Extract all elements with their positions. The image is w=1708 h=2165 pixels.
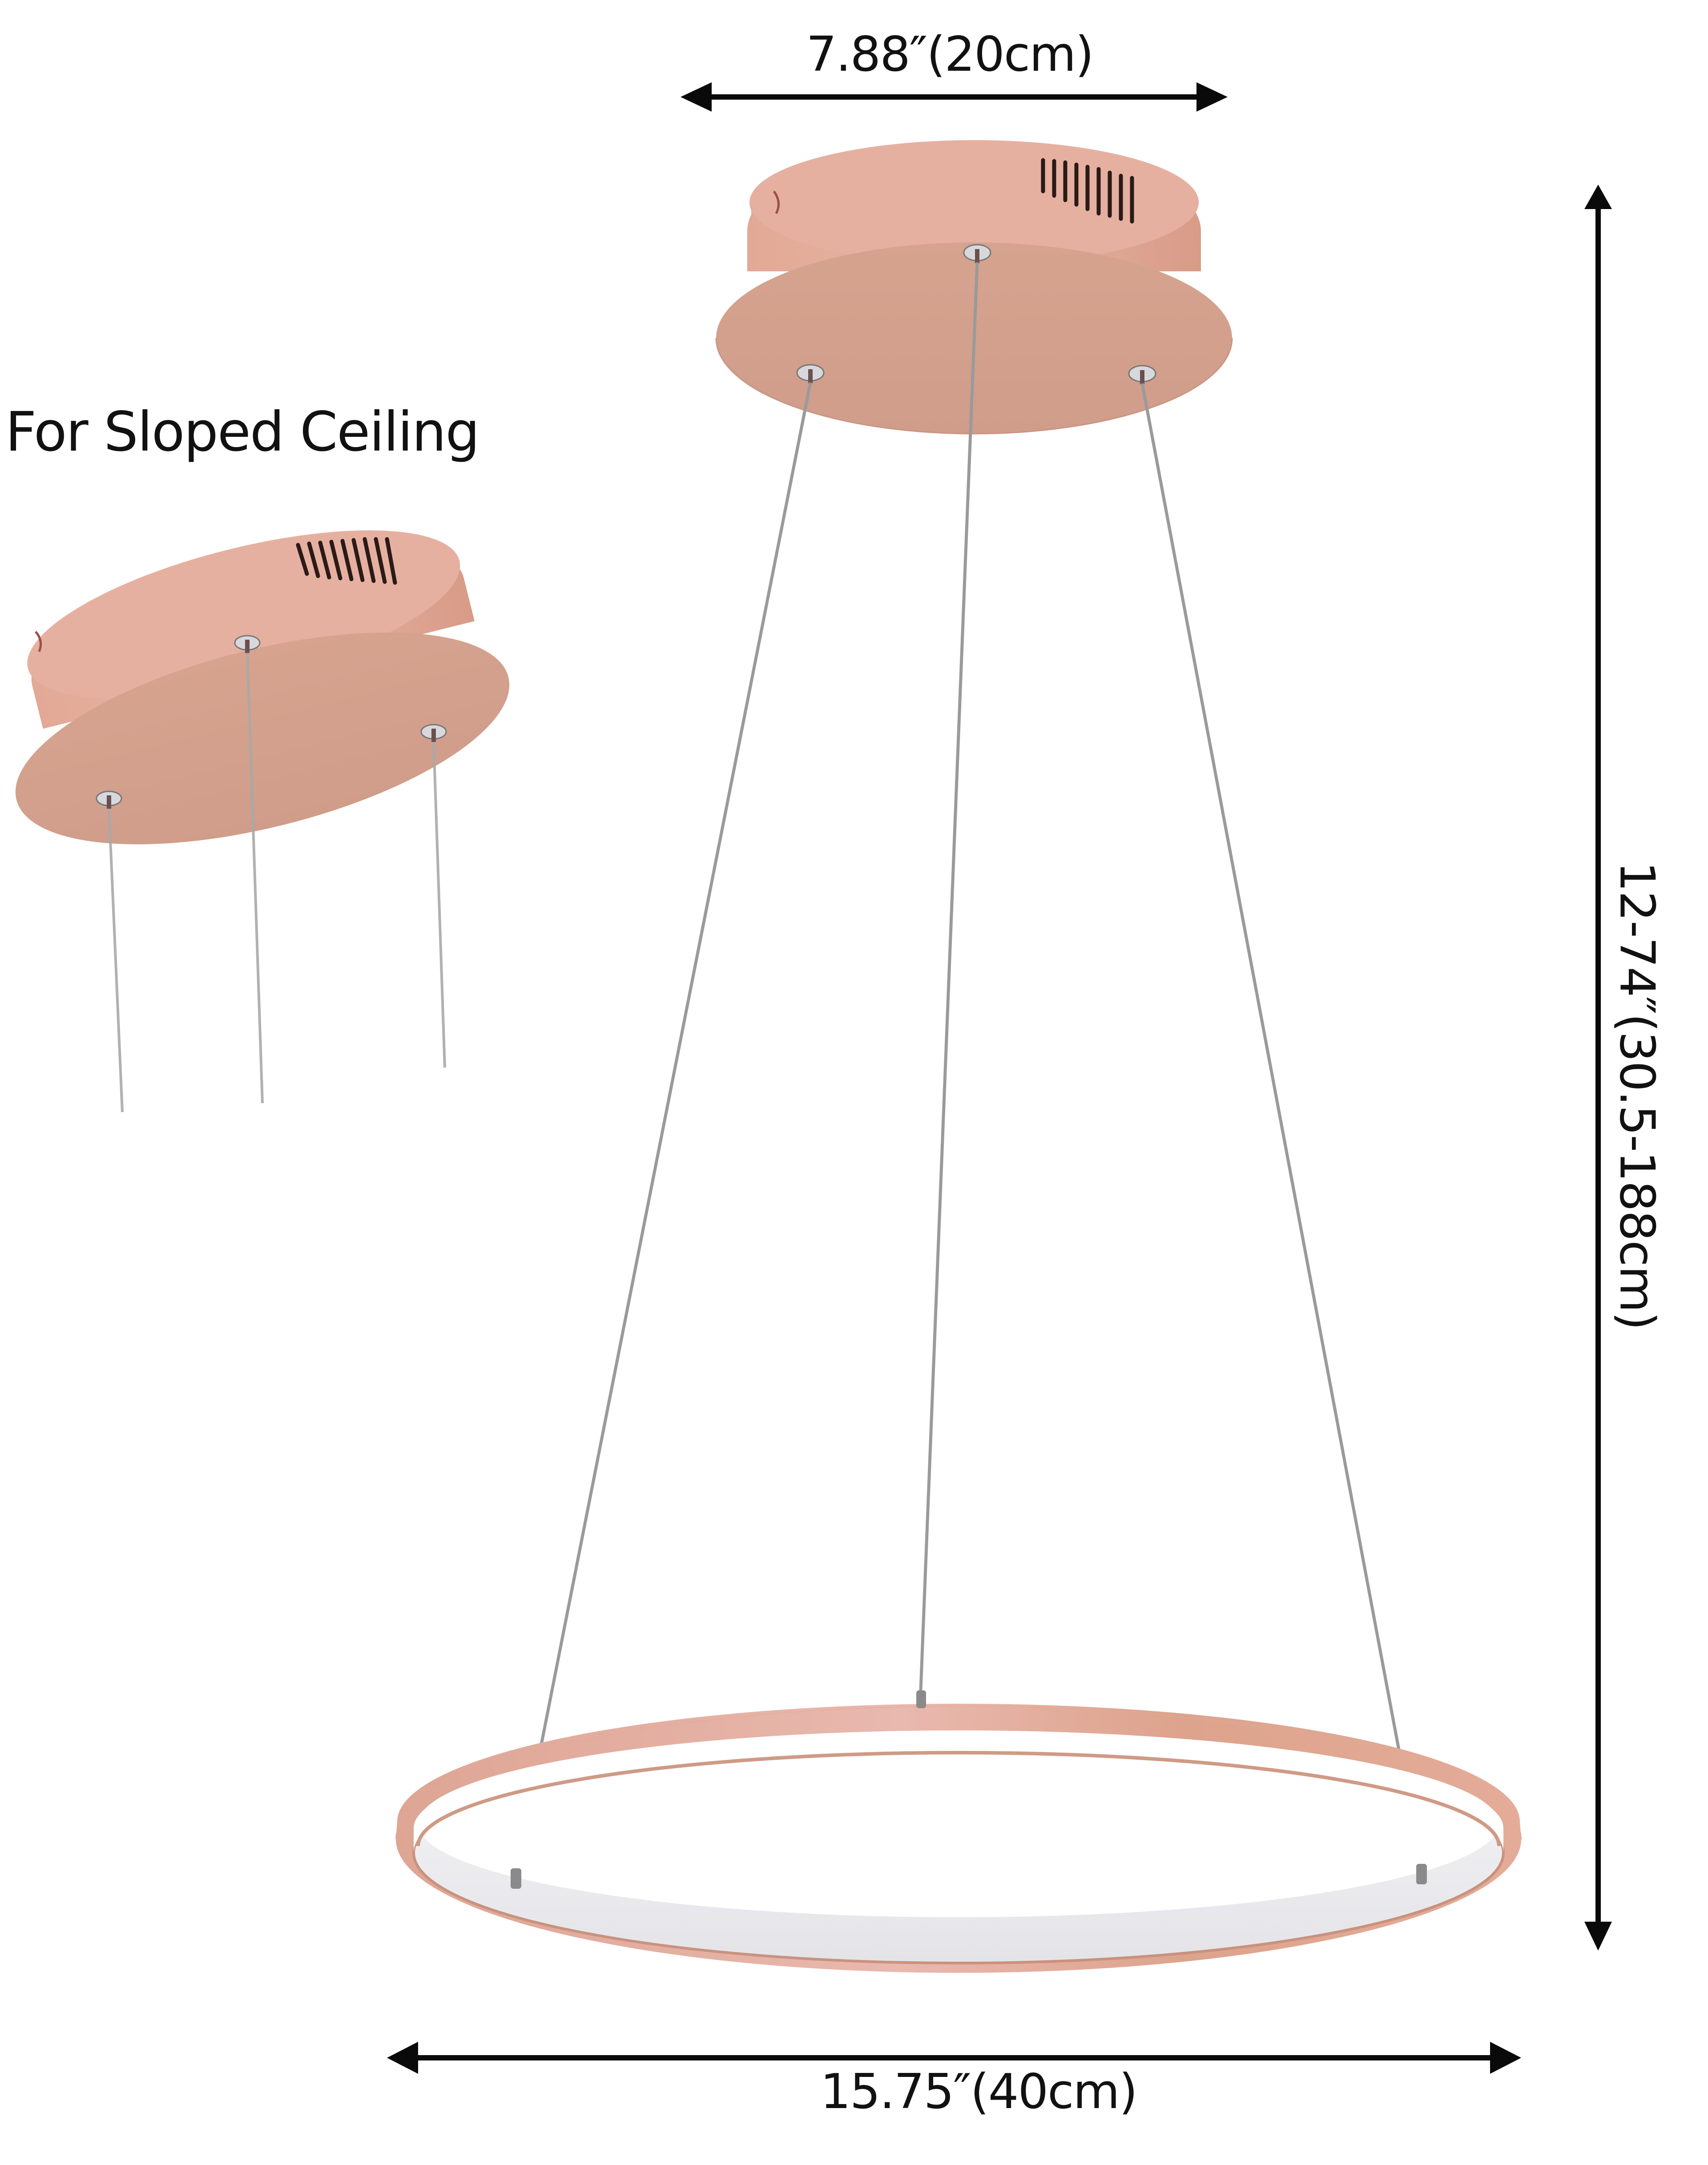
adjustable-height-label: 12-74″(30.5-188cm)	[1609, 861, 1665, 1330]
suspension-wires	[514, 262, 1423, 1873]
suspension-wires	[108, 653, 446, 1113]
canopy-width-arrow	[681, 82, 1228, 112]
vent-slots-icon	[1041, 158, 1134, 224]
arrowhead-up-icon	[1584, 185, 1612, 209]
arrowhead-right-icon	[1490, 2042, 1521, 2074]
ring-diameter-arrow	[387, 2042, 1521, 2074]
vent-slots-icon	[296, 537, 397, 585]
arrowhead-left-icon	[681, 82, 712, 112]
canopy-screw-icon	[796, 244, 1156, 384]
led-ring	[395, 1690, 1522, 1973]
arrowhead-right-icon	[1196, 82, 1228, 112]
arrowhead-left-icon	[387, 2042, 418, 2074]
canopy-width-label: 7.88″(20cm)	[806, 27, 1094, 82]
arrowhead-down-icon	[1584, 1922, 1612, 1951]
ring-diameter-label: 15.75″(40cm)	[820, 2064, 1138, 2120]
canopy-screw-icon	[96, 635, 447, 809]
sloped-ceiling-label: For Sloped Ceiling	[5, 400, 480, 464]
main-canopy	[715, 140, 1233, 435]
height-arrow	[1584, 185, 1612, 1951]
sloped-ceiling-inset	[15, 530, 510, 1113]
ring-fitting-icon	[511, 1690, 1427, 1889]
